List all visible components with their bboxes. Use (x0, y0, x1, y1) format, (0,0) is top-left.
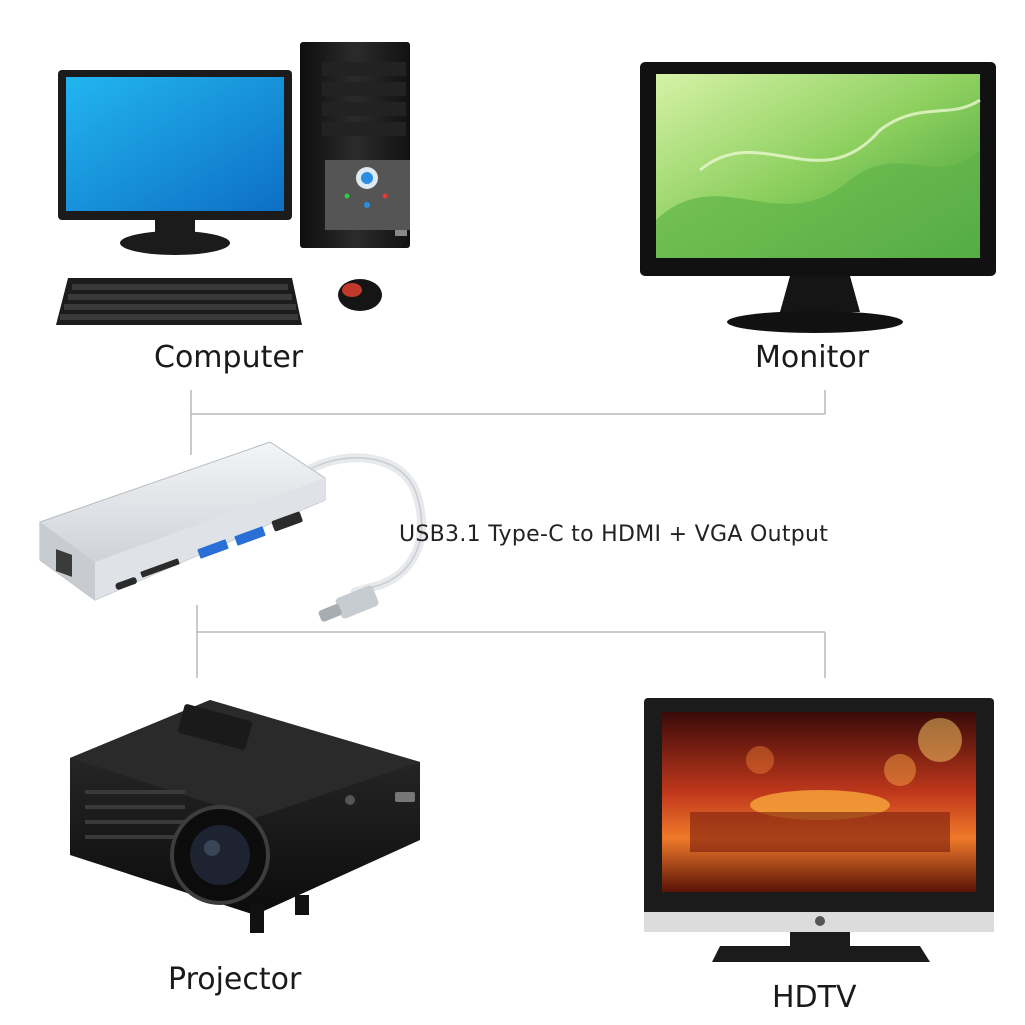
hdtv-label: HDTV (772, 980, 857, 1015)
monitor-label: Monitor (755, 340, 870, 375)
computer-tower-illustration (300, 42, 410, 248)
hdtv-illustration (644, 698, 994, 962)
computer-monitor-illustration (58, 70, 292, 255)
mouse-illustration (338, 279, 382, 311)
keyboard-illustration (56, 278, 302, 325)
connector-lines (190, 390, 826, 678)
computer-label: Computer (154, 340, 304, 375)
projector-label: Projector (168, 962, 302, 997)
projector-illustration (70, 700, 420, 933)
adapter-caption: USB3.1 Type-C to HDMI + VGA Output (399, 522, 829, 547)
monitor-illustration (640, 62, 996, 333)
usb-c-hub-illustration (39, 441, 426, 622)
